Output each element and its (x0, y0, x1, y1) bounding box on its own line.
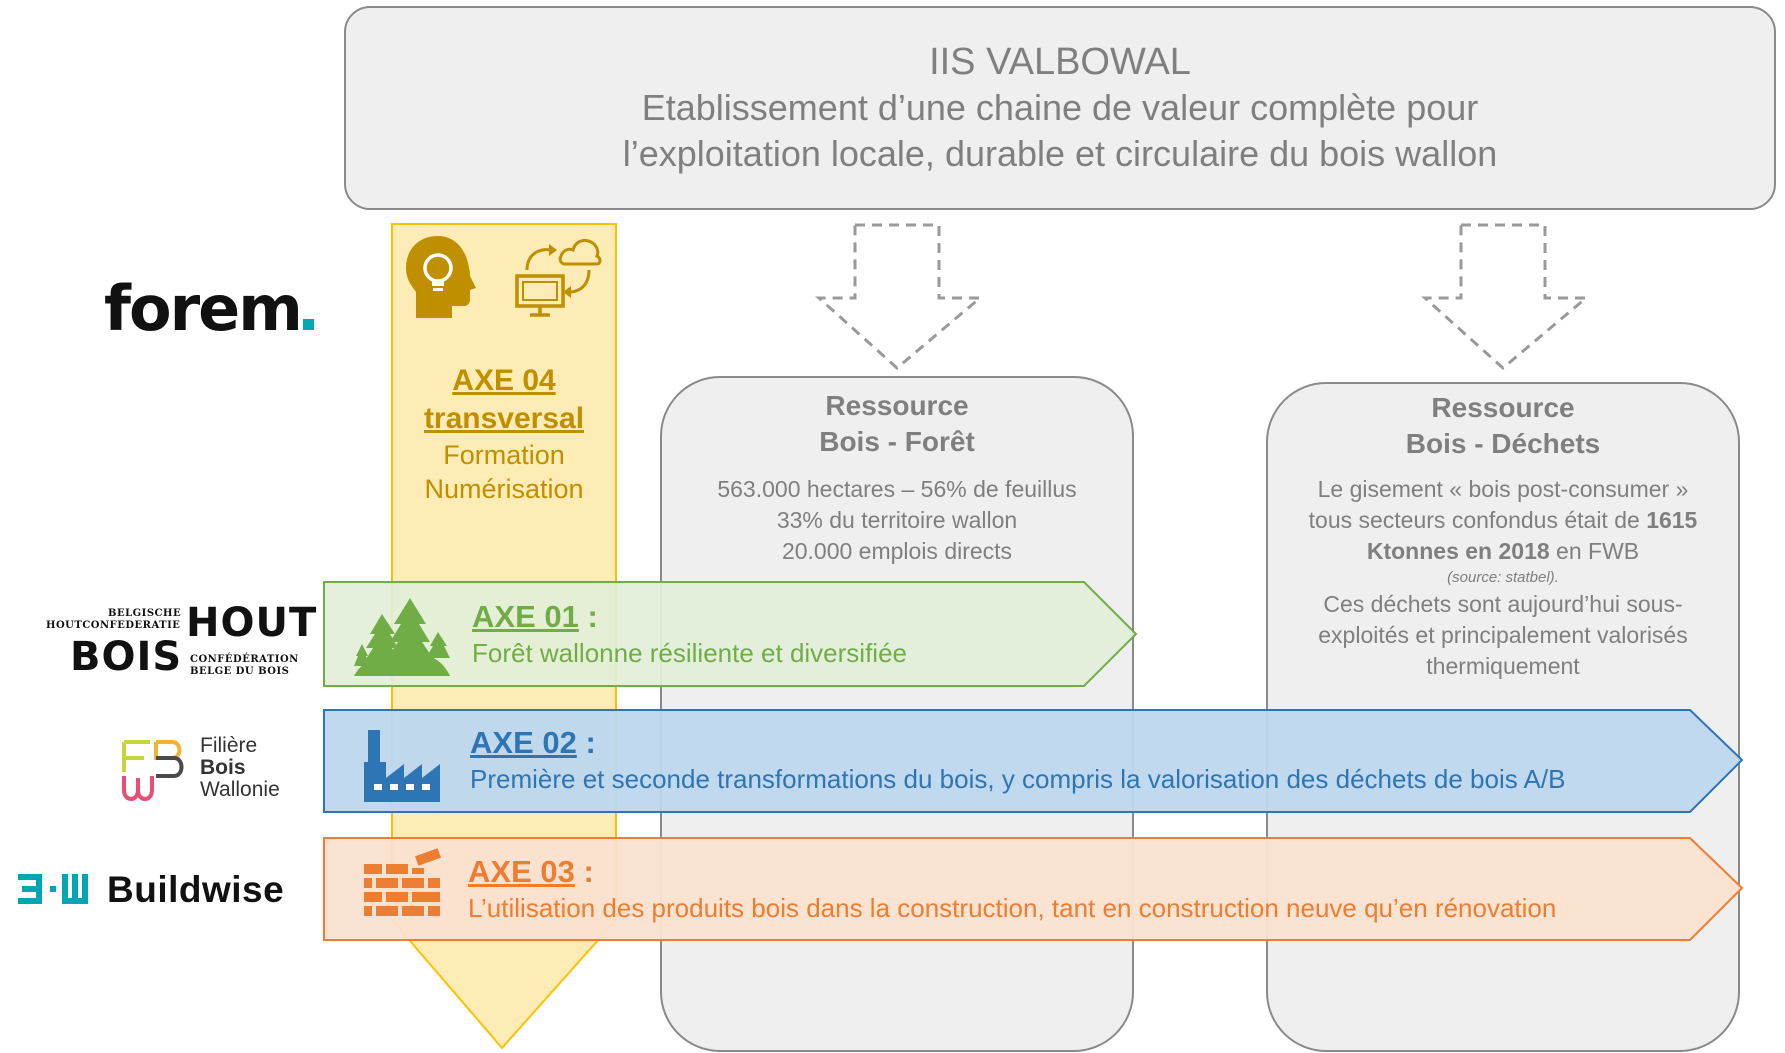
resource-dechets-title1: Ressource (1431, 392, 1575, 423)
resource-dechets-line1: Le gisement « bois post-consumer » (1317, 476, 1689, 502)
axe01-description: Forêt wallonne résiliente et diversifiée (472, 638, 907, 668)
head-lightbulb-icon (406, 236, 476, 318)
axe03-label: AXE 03 (468, 854, 575, 889)
down-arrow-dechets (1421, 223, 1591, 370)
axe04-line1: Formation (443, 440, 565, 470)
brick-wall-icon (364, 848, 441, 916)
filiere-bois-wallonie-icon (122, 740, 184, 801)
resource-foret-title2: Bois - Forêt (819, 426, 975, 457)
axe01-arrow (323, 581, 1138, 687)
resource-dechets-line2: tous secteurs confondus était de 1615 (1308, 507, 1698, 533)
factory-icon (364, 730, 440, 802)
axe01-text: AXE 01 : Forêt wallonne résiliente et di… (472, 599, 907, 668)
resource-foret-line3: 20.000 emplois directs (781, 538, 1013, 564)
bois-hout-logo: BELGISCHE HOUTCONFEDERATIE HOUT BOIS CON… (46, 600, 318, 680)
axe04-subtitle: transversal (423, 402, 585, 435)
forem-logo: forem (104, 272, 314, 345)
resource-dechets-source: (source: statbel). (1447, 569, 1559, 586)
resource-dechets-line6: thermiquement (1426, 653, 1580, 679)
header-subtitle-line1: Etablissement d’une chaine de valeur com… (641, 87, 1479, 128)
axe03-arrow (323, 837, 1744, 941)
resource-dechets-line4: Ces déchets sont aujourd’hui sous- (1323, 591, 1683, 617)
axe02-label: AXE 02 (470, 725, 577, 760)
buildwise-icon (18, 874, 88, 904)
header-subtitle-line2: l’exploitation locale, durable et circul… (622, 133, 1498, 174)
resource-foret-line1: 563.000 hectares – 56% de feuillus (717, 476, 1077, 502)
computer-cloud-sync-icon (515, 238, 602, 317)
resource-foret-line2: 33% du territoire wallon (776, 507, 1018, 533)
resource-dechets-line5: exploités et principalement valorisés (1318, 622, 1688, 648)
axe04-label: AXE 04 transversal Formation Numérisatio… (394, 362, 614, 506)
header-title: IIS VALBOWAL (929, 41, 1191, 83)
forest-icon (354, 598, 450, 676)
buildwise-logo: Buildwise (107, 869, 285, 910)
down-arrow-foret (815, 223, 985, 370)
resource-dechets-title2: Bois - Déchets (1405, 428, 1601, 459)
axe03-text: AXE 03 : L’utilisation des produits bois… (468, 854, 1557, 923)
resource-foret-title1: Ressource (825, 390, 969, 421)
header-box: IIS VALBOWAL Etablissement d’une chaine … (344, 6, 1776, 210)
axe03-description: L’utilisation des produits bois dans la … (468, 893, 1557, 923)
axe04-title: AXE 04 (452, 364, 556, 397)
filiere-bois-wallonie-logo: Filière Bois Wallonie (200, 734, 280, 801)
axe02-text: AXE 02 : Première et seconde transformat… (470, 725, 1566, 794)
axe02-arrow (323, 709, 1744, 813)
axe02-description: Première et seconde transformations du b… (470, 764, 1566, 794)
axe01-label: AXE 01 (472, 599, 579, 634)
resource-dechets-line3: Ktonnes en 2018 en FWB (1366, 538, 1640, 564)
axe04-line2: Numérisation (424, 474, 584, 504)
forem-dot (302, 319, 314, 330)
